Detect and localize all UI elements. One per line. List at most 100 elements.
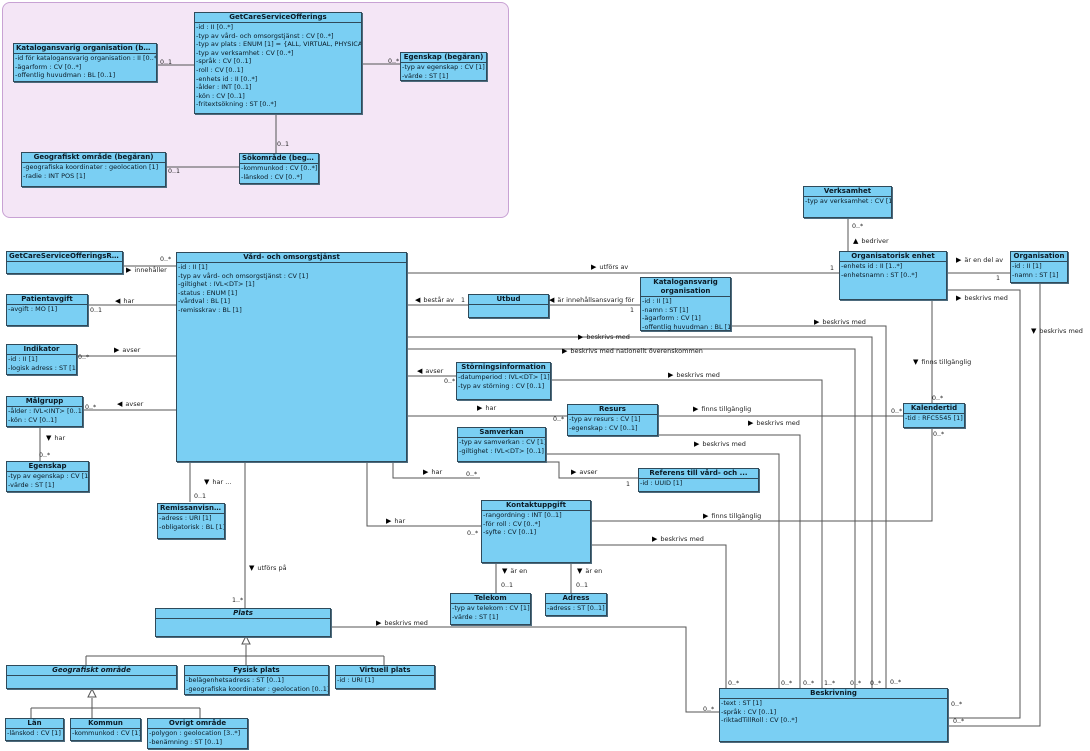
class-malgrupp[interactable]: Målgrupp -ålder : IVL<INT> [0..1] -kön :… [6,396,83,427]
multiplicity: 1 [626,481,631,488]
assoc-label-finns-tillganglig: ▶finns tillgänglig [693,405,752,413]
class-lan[interactable]: Län -länskod : CV [1] [5,718,64,741]
attribute: -värde : ST [1] [8,480,55,489]
class-resurs[interactable]: Resurs -typ av resurs : CV [1] -egenskap… [567,404,658,436]
multiplicity: 0..* [467,530,479,537]
class-name: Katalogansvarig organisation (begäran) [14,44,156,54]
class-katalogansvarig-organisation[interactable]: Katalogansvarig organisation -id : II [1… [640,277,731,331]
class-vard-och-omsorgstjanst[interactable]: Vård- och omsorgstjänst -id : II [1] -ty… [176,252,407,462]
class-name: Störningsinformation [457,363,550,373]
class-referens-till-vard[interactable]: Referens till vård- och ... -id : UUID [… [638,468,759,492]
class-organisation[interactable]: Organisation -id : II [1] -namn : ST [1] [1010,251,1068,283]
attribute: -geografiska koordinater : geolocation [… [23,163,159,171]
class-kommun[interactable]: Kommun -kommunkod : CV [1] [70,718,141,741]
attribute: -id för katalogansvarig organisation : I… [15,54,156,62]
multiplicity: 0..1 [576,582,589,589]
class-katalogansvarig-organisation-begaran[interactable]: Katalogansvarig organisation (begäran) -… [13,43,157,82]
attribute: -typ av vård- och omsorgstjänst : CV [0.… [196,31,334,40]
class-egenskap[interactable]: Egenskap -typ av egenskap : CV [1] -värd… [6,461,89,492]
class-getcareserviceofferingsresponse[interactable]: GetCareServiceOfferingsRespo... [6,251,123,274]
attribute: -offentlig huvudman : BL [1] [642,322,730,331]
multiplicity: 1 [630,307,635,314]
multiplicity: 0..* [852,223,864,230]
attribute: -vårdval : BL [1] [178,297,230,306]
class-name: Samverkan [458,428,545,438]
attribute: -giltighet : IVL<DT> [1] [178,280,255,289]
attribute: -obligatorisk : BL [1] [159,522,224,531]
attribute: -id : II [0..*] [196,23,234,31]
class-fysisk-plats[interactable]: Fysisk plats -belägenhetsadress : ST [0.… [184,665,329,695]
assoc-label-bedriver: ▲bedriver [853,237,889,245]
class-storningsinformation[interactable]: Störningsinformation -datumperiod : IVL<… [456,362,551,400]
multiplicity: 0..* [728,680,740,687]
class-virtuell-plats[interactable]: Virtuell plats -id : URI [1] [335,665,435,689]
assoc-label-beskrivs-med: ▶beskrivs med [956,294,1008,302]
class-organisatorisk-enhet[interactable]: Organisatorisk enhet -enhets id : II [1.… [839,251,947,300]
class-sokomrade-begaran[interactable]: Sökområde (begäran) -kommunkod : CV [0..… [239,153,319,184]
attribute: -typ av vård- och omsorgstjänst : CV [1] [178,271,309,280]
attribute: -typ av verksamhet : CV [1] [805,197,891,205]
assoc-label-har: ▶har [423,468,443,476]
class-kalendertid[interactable]: Kalendertid -tid : RFC5545 [1] [903,403,965,428]
arrow-down-icon: ▼ [204,478,210,486]
multiplicity: 0..* [85,404,97,411]
class-indikator[interactable]: Indikator -id : II [1] -logisk adress : … [6,344,77,375]
class-geografiskt-omrade-begaran[interactable]: Geografiskt område (begäran) -geografisk… [21,152,166,187]
multiplicity: 0..* [953,718,965,725]
arrow-left-icon: ◀ [417,367,423,375]
assoc-label-har: ▼har [46,434,66,442]
class-plats[interactable]: Plats [155,608,331,637]
arrow-down-icon: ▼ [46,434,52,442]
class-name: Resurs [568,405,657,415]
assoc-label-har: ◀har [115,297,135,305]
class-name: Beskrivning [720,689,947,699]
class-telekom[interactable]: Telekom -typ av telekom : CV [1] -värde … [450,593,531,625]
arrow-right-icon: ▶ [477,404,483,412]
class-name: Organisatorisk enhet [840,252,946,262]
class-ovrigt-omrade[interactable]: Övrigt område -polygon : geolocation [3.… [147,718,248,749]
attribute: -kön : CV [0..1] [196,91,245,100]
attribute: -geografiska koordinater : geolocation [… [186,684,328,693]
attribute: -polygon : geolocation [3..*] [149,729,241,737]
class-name: Utbud [469,295,548,305]
class-utbud[interactable]: Utbud [468,294,549,318]
class-adress[interactable]: Adress -adress : ST [0..1] [545,593,607,616]
class-patientavgift[interactable]: Patientavgift -avgift : MO [1] [6,294,88,326]
attribute: -länskod : CV [1] [7,729,61,737]
class-beskrivning[interactable]: Beskrivning -text : ST [1] -språk : CV [… [719,688,948,742]
attribute: -id : II [1] [8,355,38,363]
assoc-katalog-beskrivs [731,325,887,688]
assoc-label-utfors-pa: ▼utförs på [249,564,287,572]
assoc-label-utfors-av: ▶utförs av [591,263,629,271]
multiplicity: 0..1 [194,493,207,500]
attribute: -id : UUID [1] [640,479,683,487]
attribute: -ägarform : CV [1] [642,314,701,323]
class-remissanvisning[interactable]: Remissanvisning -adress : URI [1] -oblig… [157,503,225,539]
multiplicity: 1 [830,265,835,272]
class-name: Verksamhet [804,187,891,197]
multiplicity: 0..* [703,706,715,713]
attribute: -enhetsnamn : ST [0..*] [841,270,918,279]
assoc-storning-beskrivs [551,379,823,688]
class-samverkan[interactable]: Samverkan -typ av samverkan : CV [1] -gi… [457,427,546,462]
class-name: Referens till vård- och ... [639,469,758,479]
attribute: -avgift : MO [1] [8,305,58,313]
assoc-label-avser: ◀avser [417,367,444,375]
assoc-label-beskrivs-med: ▶beskrivs med [668,371,720,379]
assoc-beskrivs-vard [407,336,873,688]
class-geografiskt-omrade[interactable]: Geografiskt område [6,665,177,689]
assoc-label-avser: ◀avser [117,400,144,408]
attribute: -giltighet : IVL<DT> [0..1] [459,446,544,455]
arrow-up-icon: ▲ [853,237,859,245]
class-getcareserviceofferings[interactable]: GetCareServiceOfferings -id : II [0..*] … [194,12,362,114]
class-kontaktuppgift[interactable]: Kontaktuppgift -rangordning : INT [0..1]… [481,500,591,563]
arrow-right-icon: ▶ [814,318,820,326]
class-verksamhet[interactable]: Verksamhet -typ av verksamhet : CV [1] [803,186,892,218]
arrow-down-icon: ▼ [577,567,583,575]
attribute: -enhets id : II [1..*] [841,262,903,270]
assoc-referens [546,461,638,479]
class-egenskap-begaran[interactable]: Egenskap (begäran) -typ av egenskap : CV… [400,52,487,81]
assoc-label-har-dots: ▼har ... [204,478,232,486]
attribute: -typ av verksamhet : CV [0..*] [196,48,294,57]
attribute: -värde : ST [1] [402,71,449,80]
